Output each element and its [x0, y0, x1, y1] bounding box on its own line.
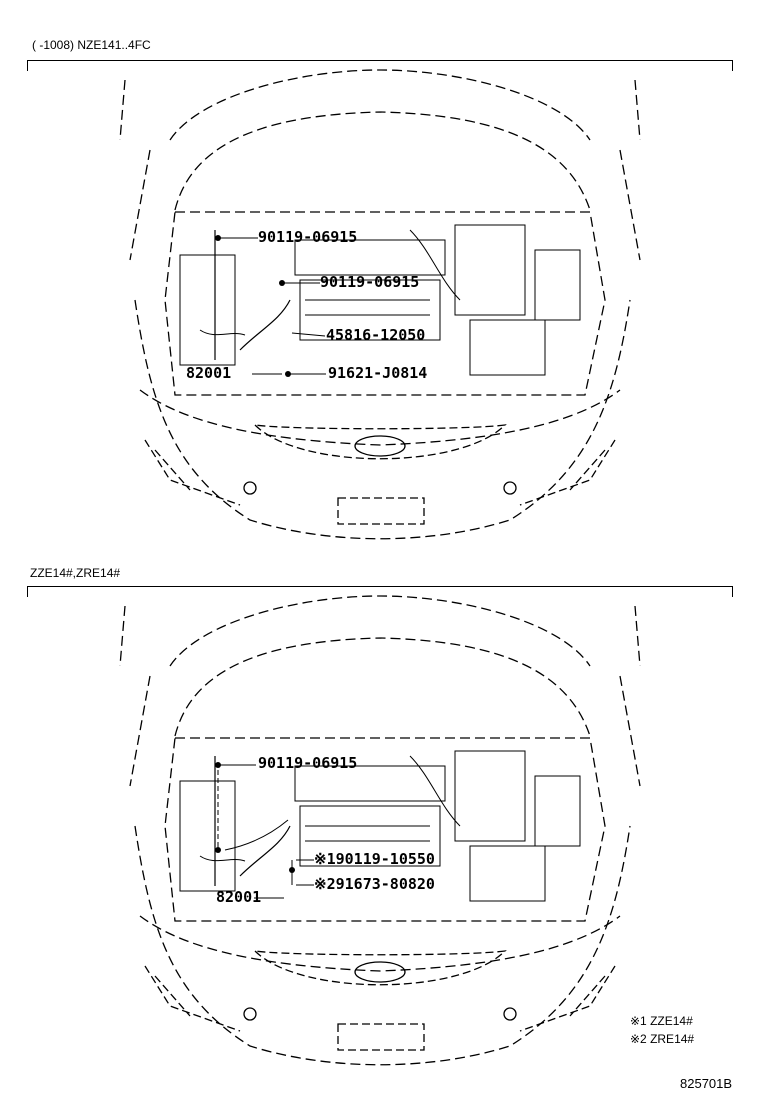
note-zre14: ※2 ZRE14# — [630, 1032, 695, 1046]
s2-label-90119-06915: 90119-06915 — [258, 754, 358, 772]
s1-label-91621-J0814: 91621-J0814 — [328, 364, 428, 382]
note-zze14: ※1 ZZE14# — [630, 1014, 693, 1028]
s2-label-91673-80820: ※291673-80820 — [314, 875, 435, 893]
s1-label-90119-06915-a: 90119-06915 — [258, 228, 358, 246]
section1-bracket — [27, 60, 733, 71]
s1-label-45816-12050: 45816-12050 — [326, 326, 426, 344]
section2-car-front — [119, 595, 641, 1066]
s2-label-82001: 82001 — [216, 888, 262, 906]
s1-label-82001: 82001 — [186, 364, 232, 382]
section1-car-front — [119, 69, 641, 540]
section2-header: ZZE14#,ZRE14# — [30, 566, 121, 580]
s1-label-90119-06915-b: 90119-06915 — [320, 273, 420, 291]
s2-label-90119-10550: ※190119-10550 — [314, 850, 435, 868]
section1-header: ( -1008) NZE141..4FC — [32, 38, 151, 52]
section2-bracket — [27, 586, 733, 597]
diagram-code: 825701B — [680, 1076, 733, 1091]
